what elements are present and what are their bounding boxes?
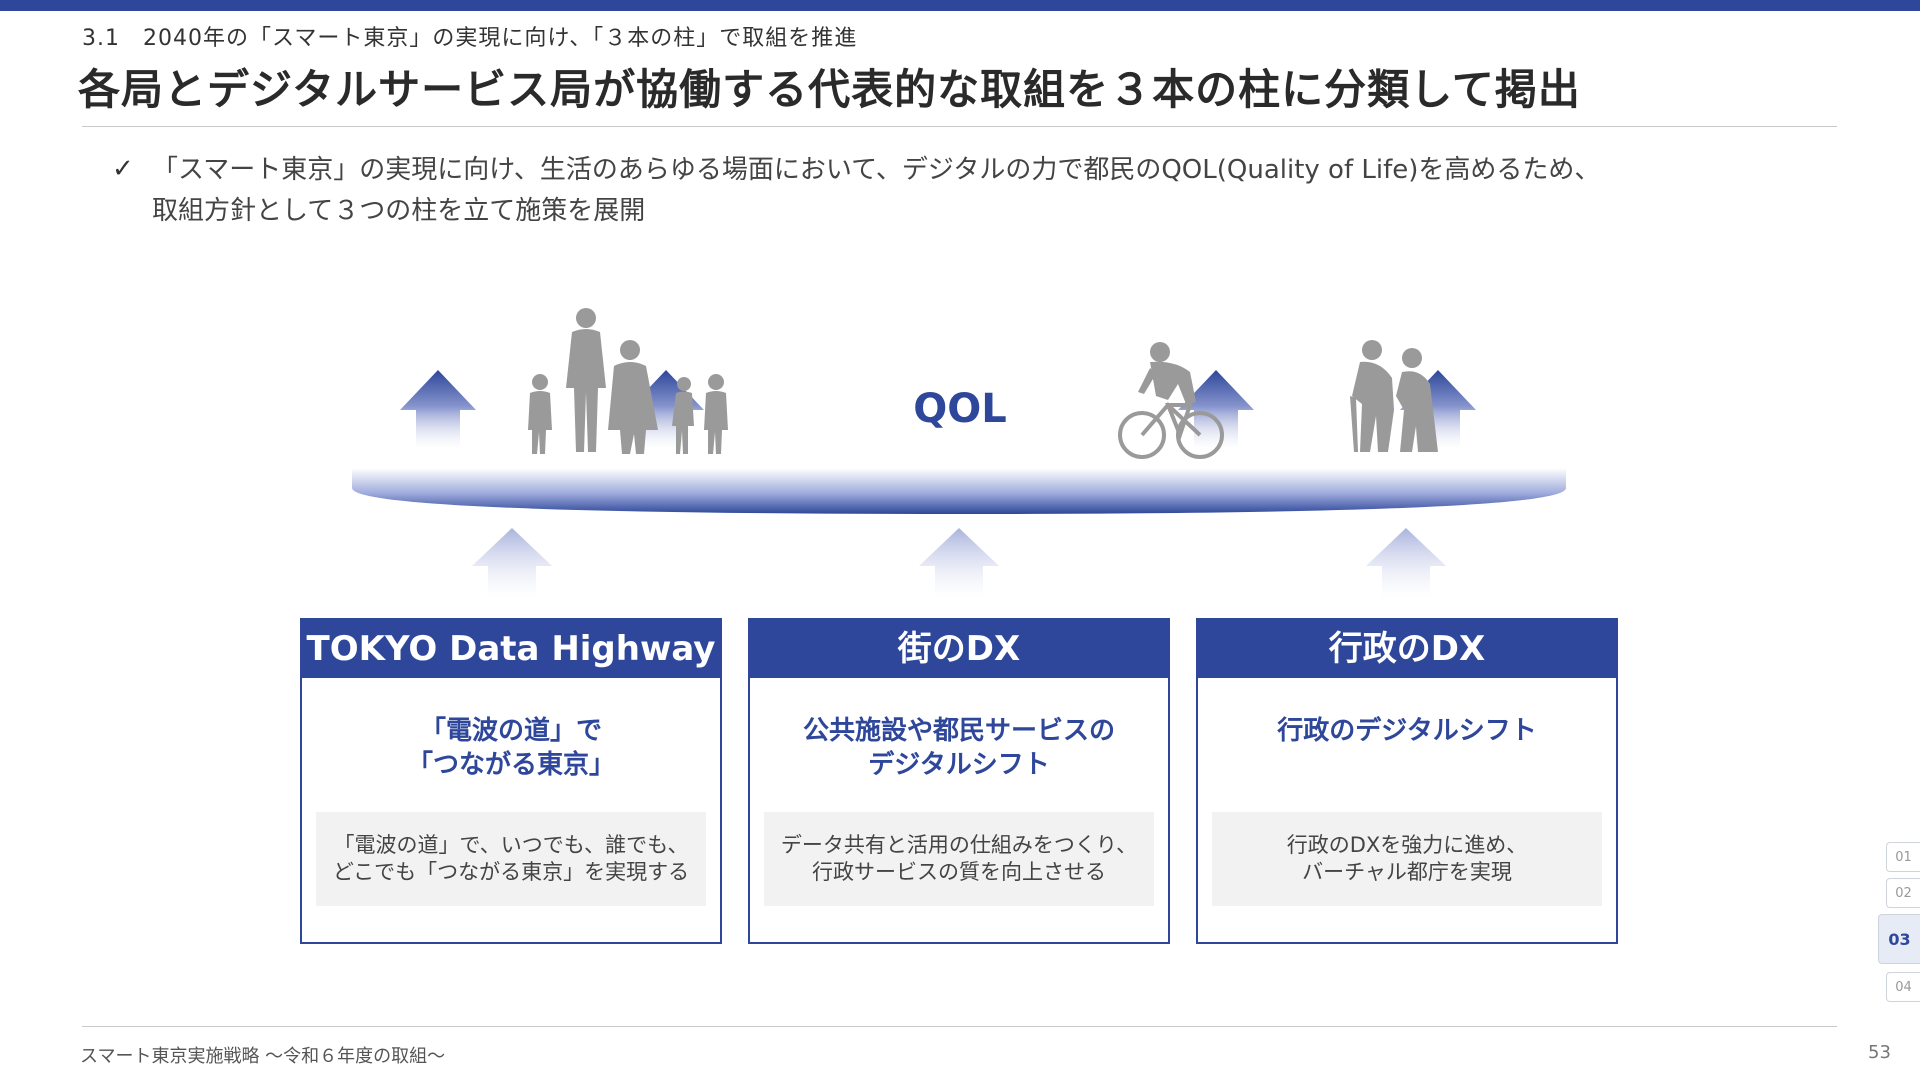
title-divider bbox=[82, 126, 1837, 127]
pillar-city-dx: 街のDX 公共施設や都民サービスの デジタルシフト データ共有と活用の仕組みをつ… bbox=[748, 618, 1170, 944]
pillar-subtitle-line: 行政のデジタルシフト bbox=[1277, 716, 1537, 746]
pillar-subtitle: 公共施設や都民サービスの デジタルシフト bbox=[750, 714, 1168, 782]
bullet-text: 「スマート東京」の実現に向け、生活のあらゆる場面において、デジタルの力で都民のQ… bbox=[152, 150, 1752, 232]
pillar-subtitle: 「電波の道」で 「つながる東京」 bbox=[302, 714, 720, 782]
page-number: 53 bbox=[1868, 1042, 1891, 1063]
pillar-description: 「電波の道」で、いつでも、誰でも、 どこでも「つながる東京」を実現する bbox=[316, 812, 706, 906]
up-arrow bbox=[1366, 528, 1446, 598]
up-arrow bbox=[400, 370, 476, 450]
elderly-couple-silhouette bbox=[1350, 340, 1438, 452]
chapter-tab-04[interactable]: 04 bbox=[1886, 972, 1920, 1002]
chapter-tab-02[interactable]: 02 bbox=[1886, 878, 1920, 908]
pillar-description: データ共有と活用の仕組みをつくり、 行政サービスの質を向上させる bbox=[764, 812, 1154, 906]
pillar-subtitle-line: 「電波の道」で bbox=[419, 716, 602, 746]
pillar-title: 行政のDX bbox=[1198, 620, 1616, 678]
checkmark-icon: ✓ bbox=[112, 154, 134, 184]
pillar-description-line: 行政サービスの質を向上させる bbox=[812, 860, 1106, 884]
pillar-government-dx: 行政のDX 行政のデジタルシフト 行政のDXを強力に進め、 バーチャル都庁を実現 bbox=[1196, 618, 1618, 944]
pillar-description: 行政のDXを強力に進め、 バーチャル都庁を実現 bbox=[1212, 812, 1602, 906]
pillar-subtitle-line: デジタルシフト bbox=[868, 750, 1050, 780]
bullet-line-1: 「スマート東京」の実現に向け、生活のあらゆる場面において、デジタルの力で都民のQ… bbox=[152, 155, 1601, 185]
pillar-description-line: バーチャル都庁を実現 bbox=[1302, 860, 1512, 884]
footer-title: スマート東京実施戦略 〜令和６年度の取組〜 bbox=[80, 1046, 446, 1067]
pillar-subtitle: 行政のデジタルシフト bbox=[1198, 714, 1616, 748]
qol-label: QOL bbox=[913, 386, 1007, 432]
bullet-line-2: 取組方針として３つの柱を立て施策を展開 bbox=[152, 196, 646, 226]
pillar-description-line: どこでも「つながる東京」を実現する bbox=[332, 860, 690, 884]
chapter-tab-03[interactable]: 03 bbox=[1878, 914, 1920, 964]
chapter-tab-01[interactable]: 01 bbox=[1886, 842, 1920, 872]
pillar-subtitle-line: 公共施設や都民サービスの bbox=[802, 716, 1115, 746]
footer-divider bbox=[82, 1026, 1837, 1027]
pillar-description-line: データ共有と活用の仕組みをつくり、 bbox=[780, 833, 1138, 857]
section-heading: 3.1 2040年の「スマート東京」の実現に向け、「３本の柱」で取組を推進 bbox=[82, 26, 858, 51]
qol-platform bbox=[352, 468, 1566, 514]
pillar-title: 街のDX bbox=[750, 620, 1168, 678]
page-title: 各局とデジタルサービス局が協働する代表的な取組を３本の柱に分類して掲出 bbox=[78, 65, 1581, 114]
pillar-tokyo-data-highway: TOKYO Data Highway 「電波の道」で 「つながる東京」 「電波の… bbox=[300, 618, 722, 944]
pillar-subtitle-line: 「つながる東京」 bbox=[406, 750, 615, 780]
pillar-title: TOKYO Data Highway bbox=[302, 620, 720, 678]
lower-arrows bbox=[472, 528, 1446, 598]
top-accent-bar bbox=[0, 0, 1920, 11]
up-arrow bbox=[919, 528, 999, 598]
cyclist-silhouette bbox=[1118, 342, 1224, 459]
pillar-description-line: 行政のDXを強力に進め、 bbox=[1286, 833, 1528, 857]
family-silhouette bbox=[528, 308, 728, 454]
pillar-description-line: 「電波の道」で、いつでも、誰でも、 bbox=[333, 833, 689, 857]
up-arrow bbox=[472, 528, 552, 598]
